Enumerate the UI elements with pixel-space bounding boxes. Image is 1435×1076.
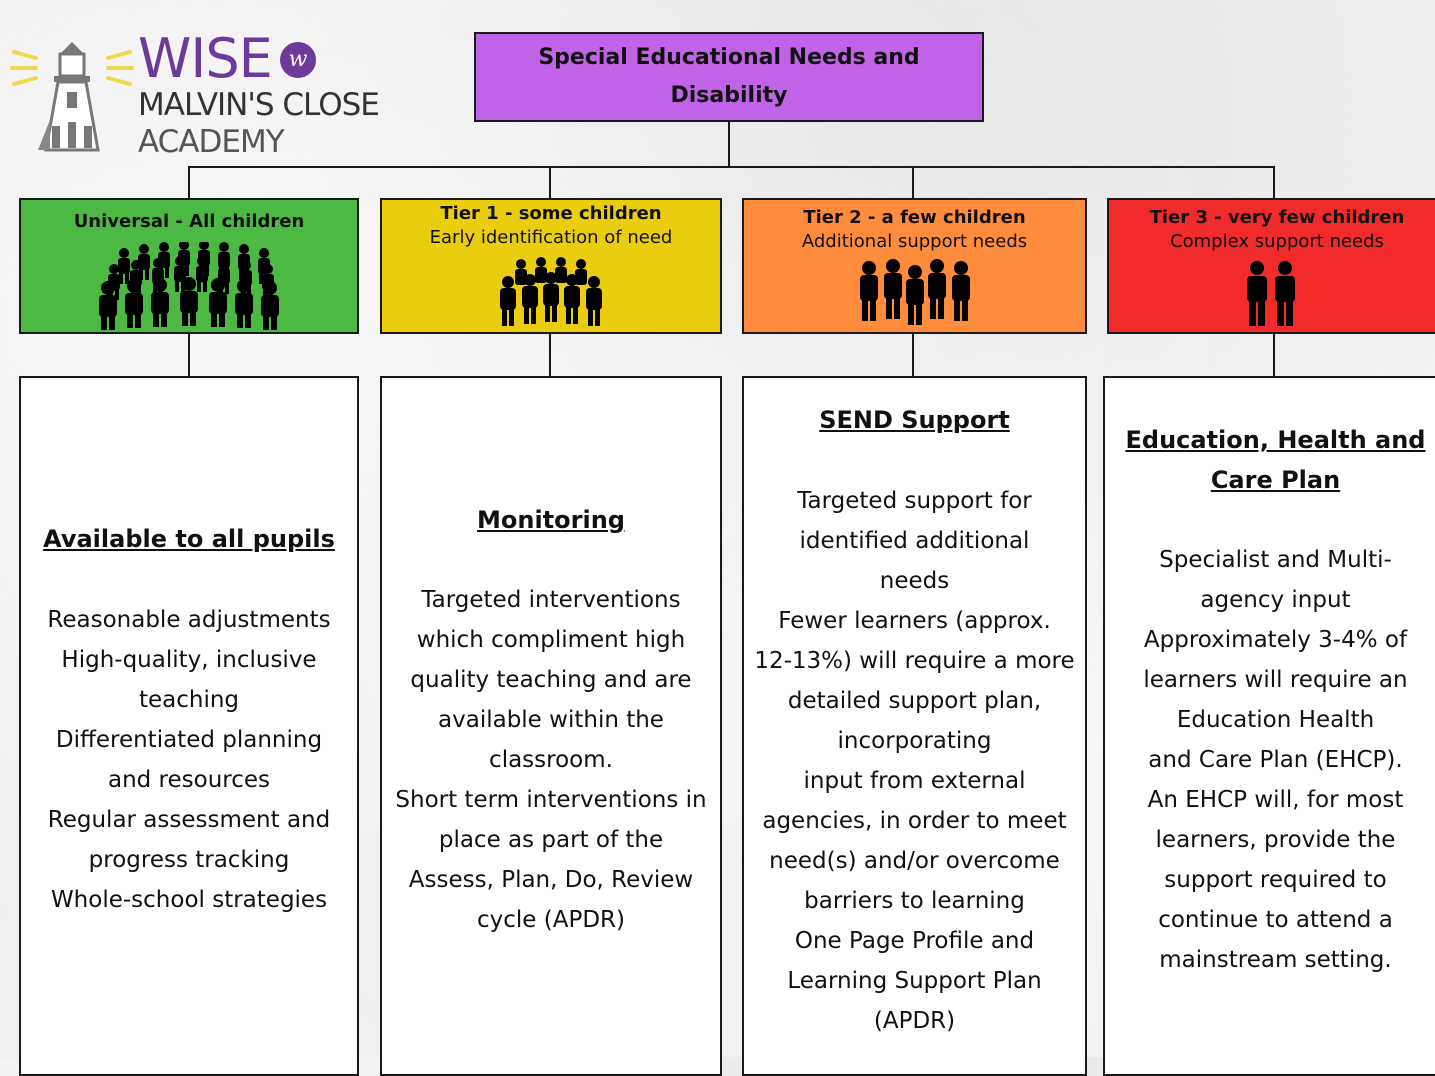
content-heading: Available to all pupils (43, 525, 335, 553)
body-line: support required to (1164, 867, 1387, 893)
tier-box-tier2: Tier 2 - a few children Additional suppo… (742, 198, 1087, 334)
body-line: available within the (438, 707, 664, 733)
tier-subtitle: Additional support needs (801, 231, 1028, 252)
tier-subtitle: Early identification of need (429, 227, 673, 248)
body-line: learners, provide the (1155, 827, 1396, 853)
connector-tier2-down (912, 334, 914, 377)
body-line: progress tracking (88, 847, 290, 873)
content-heading: Education, Health and Care Plan (1105, 420, 1435, 500)
body-line: Targeted interventions (421, 587, 681, 613)
tier-name: Tier 2 - a few children (803, 207, 1026, 228)
body-line: mainstream setting. (1159, 947, 1392, 973)
body-line: Learning Support Plan (787, 968, 1042, 994)
body-line: Education Health (1176, 707, 1375, 733)
heading-line: Care Plan (1210, 466, 1341, 494)
content-box-universal: Available to all pupils Reasonable adjus… (19, 376, 359, 1076)
body-line: input from external (803, 768, 1026, 794)
body-line: quality teaching and are (410, 667, 692, 693)
logo-wise-text: WISE (138, 27, 273, 90)
connector-tier1 (549, 166, 551, 199)
body-line: and Care Plan (EHCP). (1148, 747, 1403, 773)
body-line: which compliment high (416, 627, 686, 653)
content-box-tier1: Monitoring Targeted interventions which … (380, 376, 722, 1076)
heading-line: Education, Health and (1125, 426, 1426, 454)
body-line: and resources (107, 767, 271, 793)
connector-tier3 (1273, 166, 1275, 199)
body-line: cycle (APDR) (477, 907, 625, 933)
tier-name: Tier 1 - some children (440, 203, 662, 224)
tier-box-tier3: Tier 3 - very few children Complex suppo… (1107, 198, 1435, 334)
content-box-tier3: Education, Health and Care Plan Speciali… (1103, 376, 1435, 1076)
content-body: Targeted support for identified addition… (744, 481, 1085, 1041)
academy-logo: WISE w MALVIN'S CLOSE ACADEMY (10, 30, 410, 160)
diagram-title: Special Educational Needs and Disability (474, 32, 984, 122)
connector-title-down (728, 122, 730, 168)
body-line: Fewer learners (approx. (778, 608, 1051, 634)
content-body: Reasonable adjustments High-quality, inc… (21, 600, 357, 920)
body-line: One Page Profile and (794, 928, 1035, 954)
body-line: Specialist and Multi- (1159, 547, 1392, 573)
tier-box-universal: Universal - All children (19, 198, 359, 334)
body-line: agency input (1200, 587, 1351, 613)
connector-universal-down (188, 334, 190, 377)
body-line: continue to attend a (1158, 907, 1393, 933)
connector-tier2 (912, 166, 914, 199)
body-line: Assess, Plan, Do, Review (408, 867, 694, 893)
diagram-title-text: Special Educational Needs and Disability (538, 45, 920, 108)
logo-academy-text: ACADEMY (138, 124, 285, 160)
body-line: need(s) and/or overcome (769, 848, 1060, 874)
body-line: place as part of the (438, 827, 664, 853)
content-box-tier2: SEND Support Targeted support for identi… (742, 376, 1087, 1076)
lighthouse-icon (10, 42, 134, 152)
logo-w-badge-icon: w (280, 42, 316, 78)
tier-name: Tier 3 - very few children (1149, 207, 1405, 228)
body-line: Approximately 3-4% of (1143, 627, 1408, 653)
content-heading: Monitoring (477, 506, 625, 534)
body-line: (APDR) (873, 1008, 956, 1034)
two-people-icon (1247, 261, 1295, 326)
tier-subtitle: Complex support needs (1170, 231, 1384, 252)
body-line: Reasonable adjustments (47, 607, 331, 633)
body-line: barriers to learning (804, 888, 1025, 914)
connector-tier1-down (549, 334, 551, 377)
body-line: An EHCP will, for most (1147, 787, 1404, 813)
connector-horizontal (188, 166, 1275, 168)
content-body: Specialist and Multi- agency input Appro… (1105, 540, 1435, 980)
body-line: detailed support plan, (787, 688, 1042, 714)
body-line: Targeted support for (797, 488, 1032, 514)
body-line: teaching (138, 687, 240, 713)
group-icon (500, 257, 602, 326)
connector-universal (188, 166, 190, 199)
crowd-large-icon (99, 242, 279, 330)
body-line: incorporating (837, 728, 992, 754)
body-line: agencies, in order to meet (762, 808, 1067, 834)
content-body: Targeted interventions which compliment … (382, 580, 720, 940)
body-line: classroom. (489, 747, 613, 773)
content-heading: SEND Support (819, 406, 1010, 434)
body-line: High-quality, inclusive (61, 647, 317, 673)
body-line: Regular assessment and (47, 807, 331, 833)
body-line: Whole-school strategies (50, 887, 328, 913)
body-line: identified additional (799, 528, 1030, 554)
tier-box-tier1: Tier 1 - some children Early identificat… (380, 198, 722, 334)
small-group-icon (859, 259, 970, 325)
tier-name: Universal - All children (73, 211, 305, 232)
connector-tier3-down (1273, 334, 1275, 377)
logo-school-name: MALVIN'S CLOSE (138, 87, 380, 123)
body-line: needs (879, 568, 950, 594)
body-line: 12-13%) will require a more (754, 648, 1075, 674)
body-line: learners will require an (1143, 667, 1408, 693)
body-line: Differentiated planning (55, 727, 323, 753)
body-line: Short term interventions in (395, 787, 707, 813)
